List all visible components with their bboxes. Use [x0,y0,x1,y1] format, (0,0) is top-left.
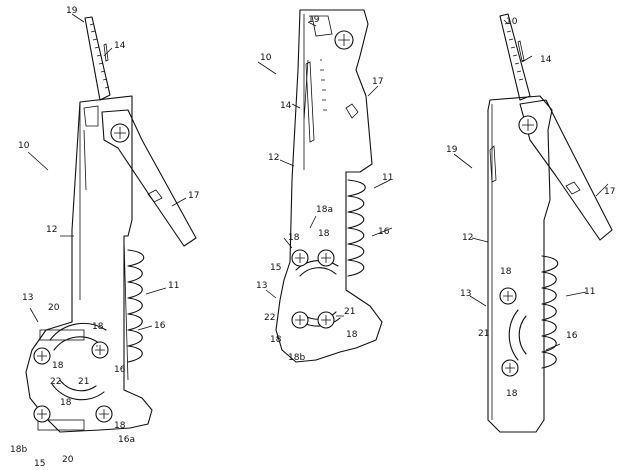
label-18a: 18a [316,205,333,215]
label-19: 19 [308,15,320,25]
label-13: 13 [460,289,471,299]
label-22: 22 [50,377,61,387]
label-21: 21 [344,307,355,317]
label-18-b: 18 [52,361,64,371]
middle-labels: 19 10 14 17 12 11 16 18a 18 18 15 13 22 … [256,15,393,363]
left-worm [124,240,144,380]
label-17: 17 [372,77,383,87]
middle-corkscrew [258,10,392,362]
left-labels: 19 14 10 12 17 11 13 20 18 18 16 16 22 2… [10,6,199,469]
label-12: 12 [268,153,279,163]
label-12: 12 [46,225,57,235]
label-21: 21 [78,377,89,387]
label-18-b: 18 [318,229,330,239]
label-11: 11 [584,287,595,297]
label-10: 10 [18,141,30,151]
label-16: 16 [378,227,390,237]
label-21: 21 [478,329,489,339]
label-18-a: 18 [500,267,512,277]
label-17: 17 [188,191,199,201]
label-18-c: 18 [60,398,72,408]
label-18-b: 18 [506,389,518,399]
left-knife-blade [85,17,110,100]
label-17: 17 [604,187,615,197]
label-14: 14 [280,101,292,111]
label-18-a: 18 [288,233,300,243]
label-16a: 16a [118,435,135,445]
label-19: 19 [66,6,78,16]
label-22: 22 [264,313,275,323]
label-16: 16 [566,331,578,341]
label-18b: 18b [288,353,305,363]
label-15: 15 [34,459,45,469]
label-16-a: 16 [154,321,166,331]
label-20-top: 20 [48,303,60,313]
right-corkscrew [454,14,612,432]
right-handle-body [488,96,552,432]
label-18-c: 18 [270,335,282,345]
label-11: 11 [382,173,393,183]
label-12: 12 [462,233,473,243]
label-13: 13 [22,293,33,303]
label-18-d: 18 [346,330,358,340]
label-11: 11 [168,281,179,291]
label-18-d: 18 [114,421,126,431]
label-10: 10 [506,17,518,27]
left-lever-arm [102,110,196,246]
middle-handle-body [276,10,382,362]
label-16-b: 16 [114,365,126,375]
label-14: 14 [114,41,126,51]
label-19: 19 [446,145,458,155]
label-10: 10 [260,53,272,63]
label-20-bottom: 20 [62,455,74,465]
label-15: 15 [270,263,281,273]
right-labels: 10 14 17 19 12 18 11 13 21 16 18 [446,17,615,399]
label-14: 14 [540,55,552,65]
label-18b: 18b [10,445,27,455]
left-screws [34,342,112,422]
label-18-a: 18 [92,322,104,332]
label-13: 13 [256,281,267,291]
right-lever-arm [519,100,612,240]
